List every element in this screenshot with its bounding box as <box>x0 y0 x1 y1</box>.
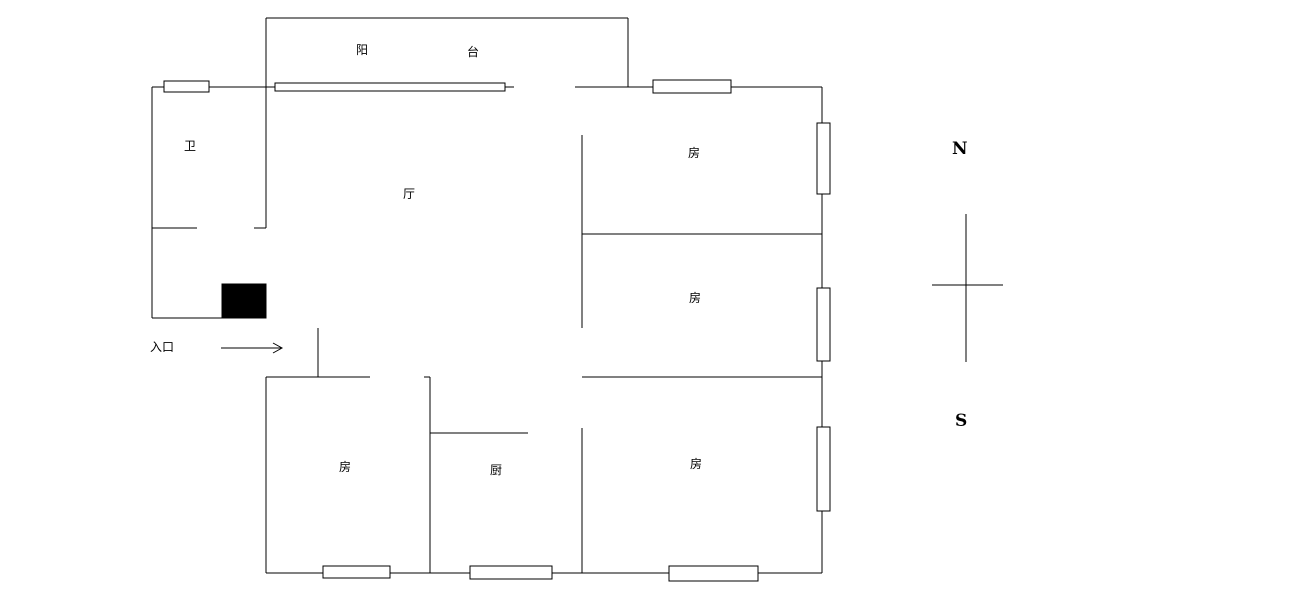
kitchen-label: 厨 <box>490 463 502 477</box>
living-room-label: 厅 <box>403 187 415 201</box>
balcony <box>265 17 629 228</box>
window-east-2 <box>816 287 831 362</box>
window-balcony-door <box>274 82 506 92</box>
compass-cross <box>932 214 1003 362</box>
room-e-label: 房 <box>689 290 701 305</box>
window-south-2 <box>469 565 553 580</box>
bathroom-label: 卫 <box>184 139 196 153</box>
compass-south-label: S <box>955 411 967 431</box>
bathroom-walls <box>151 87 266 319</box>
room-sw-label: 房 <box>339 459 351 474</box>
entrance-label: 入口 <box>150 340 174 354</box>
window-east-1 <box>816 122 831 195</box>
east-rooms-partitions <box>581 135 822 573</box>
window-bathroom <box>163 80 210 93</box>
entrance-arrow <box>221 342 284 354</box>
room-se-label: 房 <box>690 456 702 471</box>
balcony-label-left: 阳 <box>356 43 368 57</box>
balcony-label-right: 台 <box>467 44 479 59</box>
window-east-3 <box>816 426 831 512</box>
window-south-1 <box>322 565 391 579</box>
window-north <box>652 79 732 94</box>
shaft-block <box>221 283 267 319</box>
windows <box>163 79 831 582</box>
compass-north-label: N <box>952 139 968 159</box>
window-south-3 <box>668 565 759 582</box>
room-ne-label: 房 <box>688 145 700 160</box>
south-rooms-walls <box>265 328 528 573</box>
